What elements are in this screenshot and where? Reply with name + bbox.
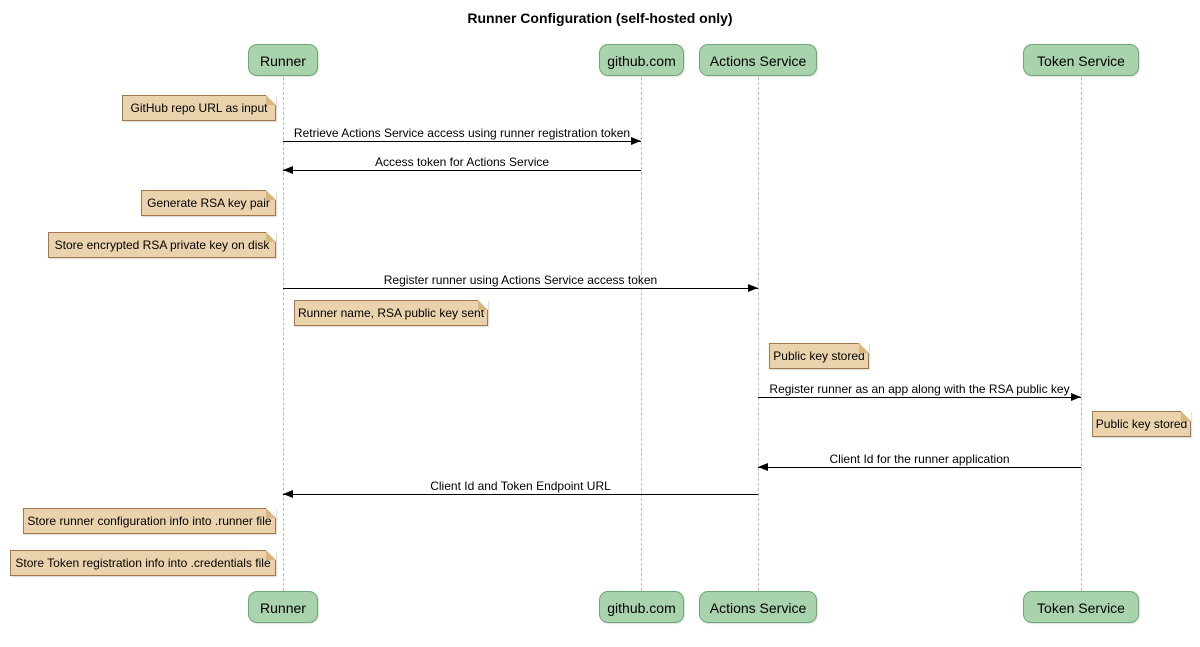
message-line-register-app [758, 397, 1081, 398]
note-github-repo-url: GitHub repo URL as input [122, 95, 276, 121]
lifeline-token-service [1081, 77, 1082, 591]
note-store-runner-file: Store runner configuration info into .ru… [23, 508, 276, 534]
participant-top-token-service: Token Service [1023, 44, 1139, 76]
message-label-retrieve-actions-access: Retrieve Actions Service access using ru… [293, 126, 631, 140]
message-line-retrieve-actions-access [283, 141, 641, 142]
arrowhead-right-icon [1071, 393, 1081, 401]
message-line-client-id-endpoint [283, 494, 758, 495]
participant-bottom-github-com: github.com [599, 591, 684, 623]
participant-top-runner: Runner [248, 44, 318, 76]
message-line-client-id-runner-app [758, 467, 1081, 468]
message-label-register-app: Register runner as an app along with the… [769, 382, 1070, 396]
participant-bottom-actions-service: Actions Service [699, 591, 817, 623]
participant-bottom-token-service: Token Service [1023, 591, 1139, 623]
lifeline-github-com [641, 77, 642, 591]
message-line-access-token [283, 170, 641, 171]
lifeline-runner [283, 77, 284, 591]
message-label-client-id-endpoint: Client Id and Token Endpoint URL [430, 479, 611, 493]
message-label-register-runner: Register runner using Actions Service ac… [383, 273, 658, 287]
diagram-title: Runner Configuration (self-hosted only) [467, 10, 733, 26]
message-label-client-id-runner-app: Client Id for the runner application [829, 452, 1010, 466]
participant-bottom-runner: Runner [248, 591, 318, 623]
note-public-key-stored-token: Public key stored [1092, 411, 1191, 437]
message-line-register-runner [283, 288, 758, 289]
arrowhead-left-icon [283, 490, 293, 498]
arrowhead-right-icon [631, 137, 641, 145]
participant-top-actions-service: Actions Service [699, 44, 817, 76]
arrowhead-left-icon [283, 166, 293, 174]
participant-top-github-com: github.com [599, 44, 684, 76]
note-store-private-key: Store encrypted RSA private key on disk [48, 232, 276, 258]
note-runner-name-sent: Runner name, RSA public key sent [294, 300, 488, 326]
note-generate-rsa-key: Generate RSA key pair [141, 190, 276, 216]
arrowhead-left-icon [758, 463, 768, 471]
message-label-access-token: Access token for Actions Service [374, 155, 550, 169]
lifeline-actions-service [758, 77, 759, 591]
arrowhead-right-icon [748, 284, 758, 292]
note-store-credentials-file: Store Token registration info into .cred… [10, 550, 276, 576]
note-public-key-stored-actions: Public key stored [769, 343, 869, 369]
